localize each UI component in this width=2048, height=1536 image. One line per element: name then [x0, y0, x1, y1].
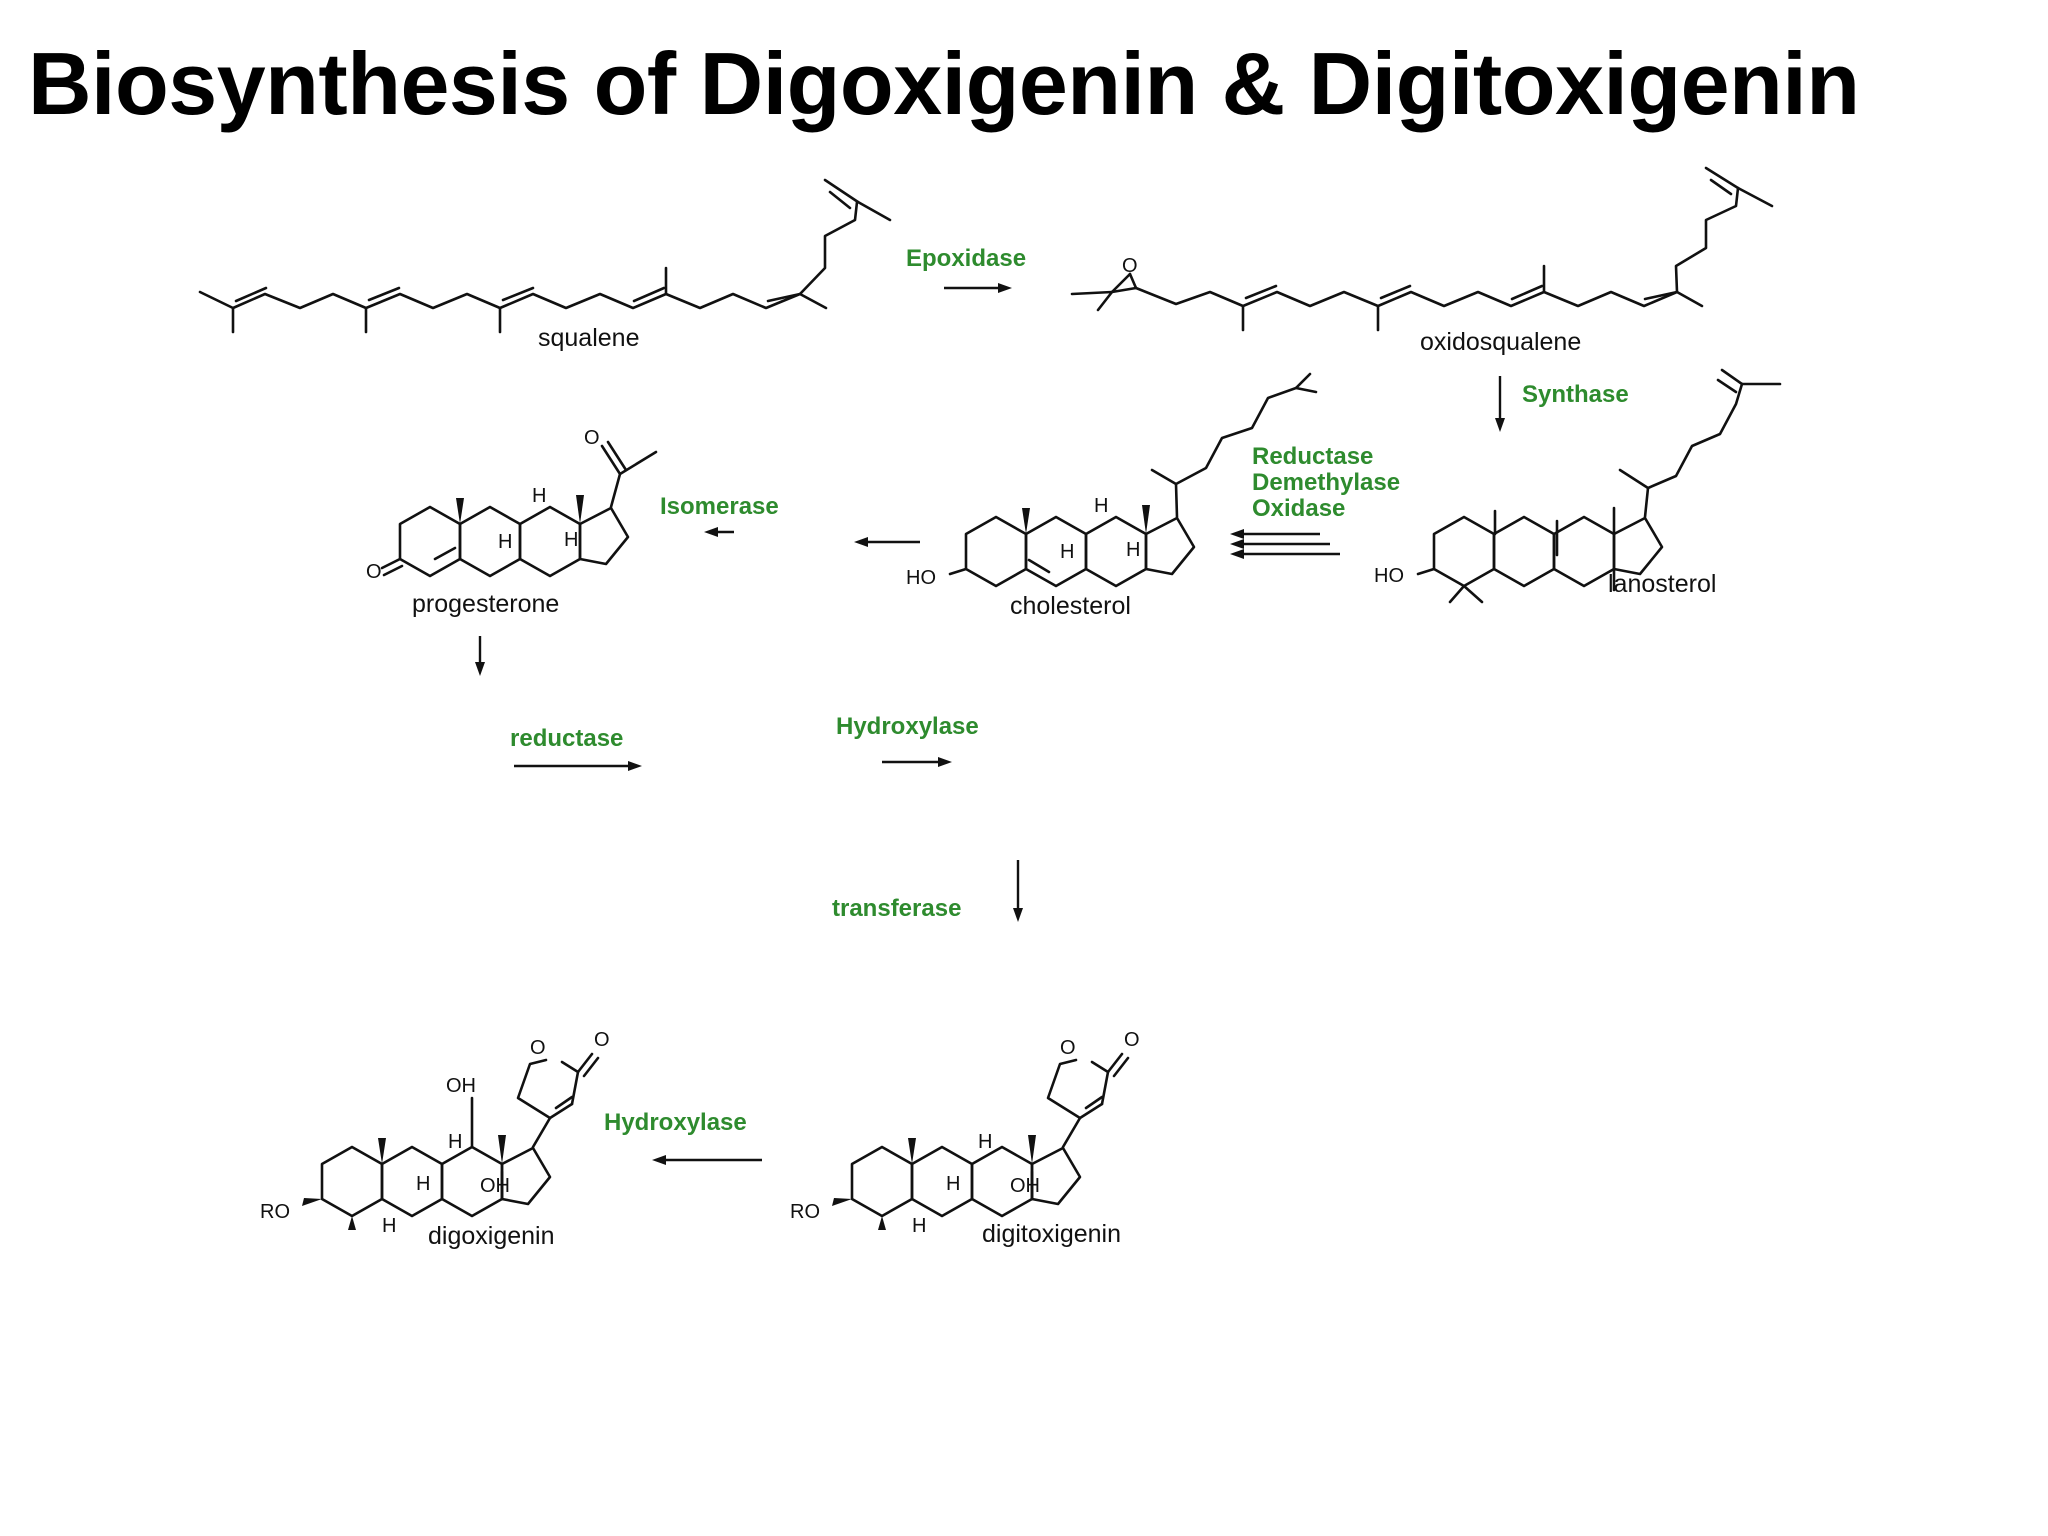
enzyme-oxidase: Oxidase: [1252, 495, 1345, 522]
digoxigenin-h3: H: [382, 1215, 396, 1237]
digitoxigenin-h2: H: [946, 1173, 960, 1195]
epoxide-oxygen: O: [1122, 255, 1138, 277]
progesterone-h3: H: [564, 529, 578, 551]
enzyme-demethylase: Demethylase: [1252, 469, 1400, 496]
digitoxigenin-h3: H: [912, 1215, 926, 1237]
digoxigenin-oh-14: OH: [480, 1175, 510, 1197]
digoxigenin-ro: RO: [260, 1201, 290, 1223]
cholesterol-h3: H: [1126, 539, 1140, 561]
lanosterol-structure: HO: [1374, 368, 1782, 604]
progesterone-structure: O O H H H: [366, 427, 658, 583]
enzyme-epoxidase: Epoxidase: [906, 245, 1026, 272]
squalene-label: squalene: [538, 324, 639, 352]
digoxigenin-h2: H: [416, 1173, 430, 1195]
lanosterol-label: lanosterol: [1608, 570, 1716, 598]
enzyme-reductase: Reductase: [1252, 443, 1373, 470]
oxidosqualene-structure: O: [1070, 166, 1774, 332]
digoxigenin-label: digoxigenin: [428, 1222, 555, 1250]
squalene-structure: [198, 178, 892, 334]
digitoxigenin-structure: O O RO H H H OH: [790, 1029, 1140, 1237]
lanosterol-ho: HO: [1374, 565, 1404, 587]
multistep-arrows: [1230, 529, 1340, 559]
enzyme-synthase: Synthase: [1522, 381, 1629, 408]
cholesterol-structure: HO H H H: [906, 372, 1318, 589]
digoxigenin-oh-12: OH: [446, 1075, 476, 1097]
digitoxigenin-label: digitoxigenin: [982, 1220, 1121, 1248]
digoxigenin-structure: O O OH RO H H H OH: [260, 1029, 610, 1237]
progesterone-h1: H: [532, 485, 546, 507]
digoxigenin-carbonyl-o: O: [594, 1029, 610, 1051]
epoxidase-arrowhead: [998, 283, 1012, 293]
digitoxigenin-oh: OH: [1010, 1175, 1040, 1197]
synthase-arrowhead: [1495, 418, 1505, 432]
cholesterol-h2: H: [1060, 541, 1074, 563]
enzyme-hydroxylase-lower: Hydroxylase: [604, 1109, 747, 1136]
slide-title: Biosynthesis of Digoxigenin & Digitoxige…: [28, 34, 1860, 133]
cholesterol-h1: H: [1094, 495, 1108, 517]
progesterone-o1: O: [366, 561, 382, 583]
digitoxigenin-ro: RO: [790, 1201, 820, 1223]
digitoxigenin-carbonyl-o: O: [1124, 1029, 1140, 1051]
enzyme-hydroxylase-upper: Hydroxylase: [836, 713, 979, 740]
progesterone-label: progesterone: [412, 590, 559, 618]
progesterone-o2: O: [584, 427, 600, 449]
digitoxigenin-h1: H: [978, 1131, 992, 1153]
digoxigenin-ring-o: O: [530, 1037, 546, 1059]
digitoxigenin-ring-o: O: [1060, 1037, 1076, 1059]
progesterone-h2: H: [498, 531, 512, 553]
enzyme-transferase: transferase: [832, 895, 961, 922]
oxidosqualene-label: oxidosqualene: [1420, 328, 1581, 356]
cholesterol-label: cholesterol: [1010, 592, 1131, 620]
cholesterol-ho: HO: [906, 567, 936, 589]
enzyme-reductase-lower: reductase: [510, 725, 623, 752]
enzyme-isomerase: Isomerase: [660, 493, 779, 520]
digoxigenin-h1: H: [448, 1131, 462, 1153]
